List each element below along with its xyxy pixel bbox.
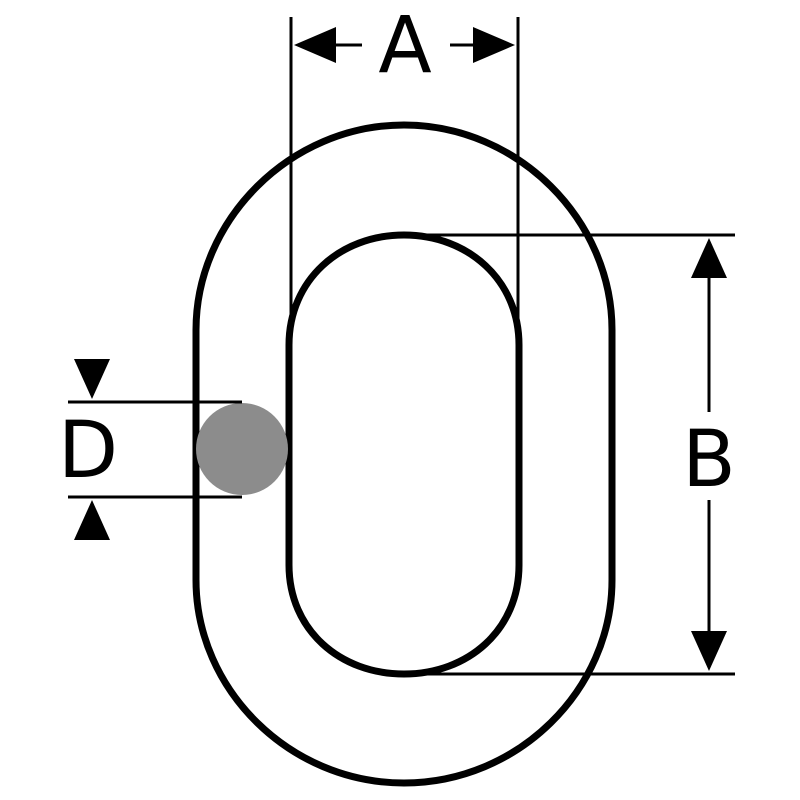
dimension-label-d: D (58, 406, 118, 496)
dimension-d: D (58, 359, 242, 540)
link-outer-outline (192, 121, 616, 787)
arrowhead-bottom (691, 631, 727, 671)
arrowhead-right (473, 27, 515, 63)
dimension-label-a: A (378, 1, 431, 91)
dimension-a: A (289, 1, 520, 340)
arrowhead-top (691, 238, 727, 278)
dimension-b: B (404, 233, 736, 676)
material-cross-section (196, 403, 288, 495)
link-inner-outline (285, 231, 523, 678)
arrowhead-upper (74, 359, 110, 399)
arrowhead-left (294, 27, 336, 63)
dimension-label-b: B (682, 415, 736, 505)
arrowhead-lower (74, 500, 110, 540)
